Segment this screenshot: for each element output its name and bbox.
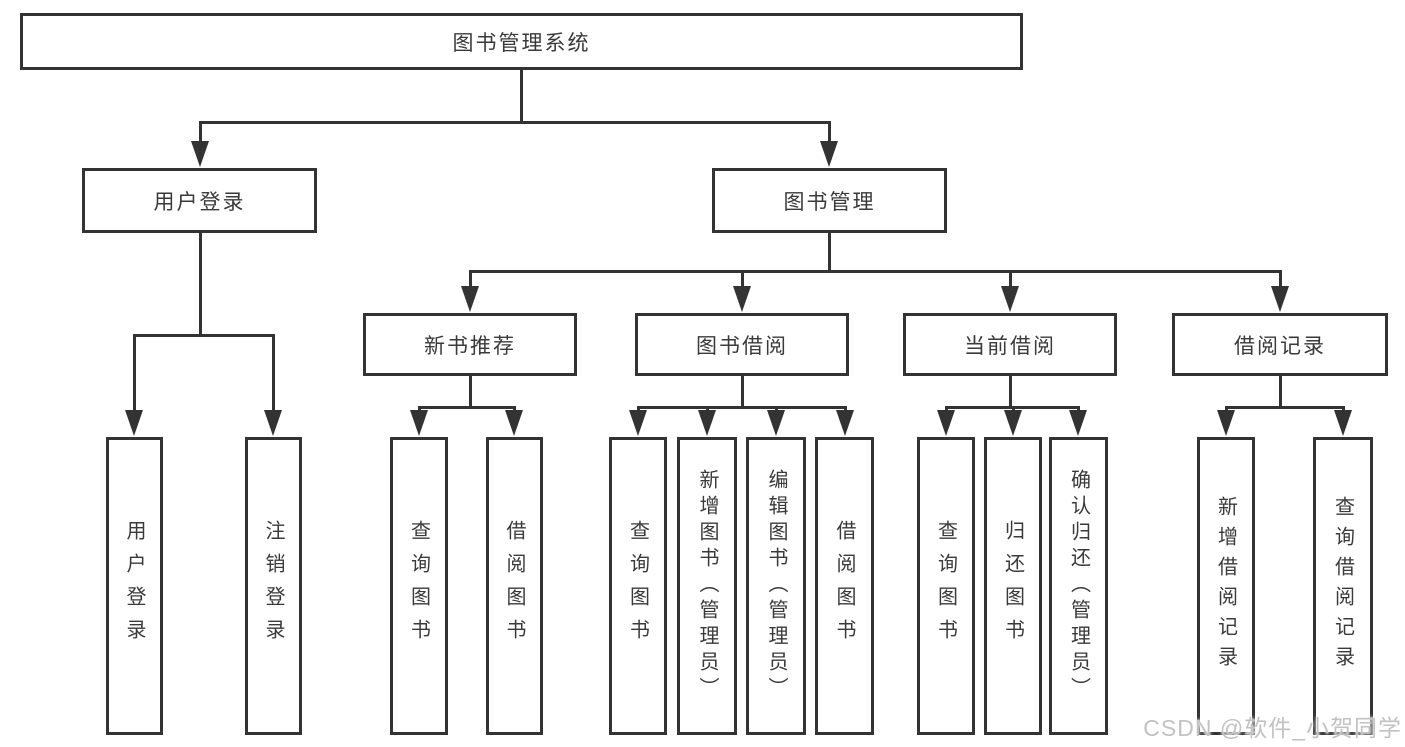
leaf-borrow-books: 借阅图书 — [815, 437, 874, 735]
arrowhead-icon — [1004, 410, 1022, 436]
connector-user-login-split — [133, 334, 275, 337]
arrowhead-icon — [820, 141, 838, 167]
connector-stem-level3 — [1279, 270, 1282, 288]
arrowhead-icon — [629, 410, 647, 436]
arrowhead-icon — [767, 410, 785, 436]
leaf-confirm-return-admin-label: 确认归还（管理员） — [1067, 469, 1090, 703]
arrowhead-icon — [264, 410, 282, 436]
node-borrowing-records: 借阅记录 — [1172, 313, 1388, 376]
connector-user-login-riser — [199, 232, 202, 336]
connector-riser-borrow-records — [1279, 376, 1282, 408]
leaf-edit-books-admin: 编辑图书（管理员） — [746, 437, 806, 735]
arrowhead-icon — [1001, 286, 1019, 312]
leaf-user-login: 用户登录 — [106, 437, 163, 735]
node-book-management: 图书管理 — [712, 168, 947, 233]
connector-riser-current-borrow — [1009, 376, 1012, 408]
connector-stem-level3 — [741, 270, 744, 288]
node-library-management-system: 图书管理系统 — [20, 13, 1023, 70]
arrowhead-icon — [1217, 410, 1235, 436]
connector-stem-leaf — [272, 334, 275, 412]
connector-stem-user-login — [199, 121, 202, 147]
connector-split-new-books — [418, 406, 516, 409]
connector-split-book-borrow — [637, 406, 846, 409]
connector-root-split — [199, 121, 831, 124]
leaf-add-books-admin-label: 新增图书（管理员） — [696, 469, 718, 703]
connector-stem-leaf — [133, 334, 136, 412]
connector-stem-book-management — [828, 121, 831, 147]
leaf-user-login-label: 用户登录 — [123, 520, 145, 652]
arrowhead-icon — [505, 410, 523, 436]
leaf-query-borrow-record-label: 查询借阅记录 — [1331, 496, 1354, 676]
arrowhead-icon — [461, 286, 479, 312]
leaf-return-books: 归还图书 — [984, 437, 1042, 735]
arrowhead-icon — [1271, 286, 1289, 312]
leaf-query-books-recommend: 查询图书 — [390, 437, 448, 735]
connector-book-management-split — [469, 270, 1281, 273]
node-current-borrowing: 当前借阅 — [903, 313, 1117, 376]
node-user-login: 用户登录 — [82, 168, 317, 233]
arrowhead-icon — [1069, 410, 1087, 436]
connector-stem-level3 — [1009, 270, 1012, 288]
leaf-query-books-recommend-label: 查询图书 — [407, 520, 430, 652]
connector-riser-book-borrow — [741, 376, 744, 408]
leaf-query-books-borrow: 查询图书 — [609, 437, 667, 735]
node-new-book-recommendation: 新书推荐 — [363, 313, 577, 376]
leaf-add-borrow-record-label: 新增借阅记录 — [1214, 496, 1237, 676]
leaf-query-borrow-record: 查询借阅记录 — [1313, 437, 1373, 735]
arrowhead-icon — [937, 410, 955, 436]
leaf-return-books-label: 归还图书 — [1001, 520, 1024, 652]
arrowhead-icon — [191, 141, 209, 167]
watermark: CSDN @软件_小贺同学 — [1143, 715, 1402, 741]
leaf-edit-books-admin-label: 编辑图书（管理员） — [765, 469, 787, 703]
leaf-logout: 注销登录 — [245, 437, 302, 735]
leaf-logout-label: 注销登录 — [262, 520, 284, 652]
arrowhead-icon — [125, 410, 143, 436]
leaf-borrow-books-recommend: 借阅图书 — [486, 437, 543, 735]
leaf-borrow-books-label: 借阅图书 — [833, 520, 855, 652]
connector-riser-new-books — [469, 376, 472, 408]
leaf-query-books-current-label: 查询图书 — [934, 520, 957, 652]
connector-root-riser — [520, 69, 523, 123]
node-book-borrowing: 图书借阅 — [635, 313, 849, 376]
leaf-add-books-admin: 新增图书（管理员） — [677, 437, 737, 735]
leaf-query-books-borrow-label: 查询图书 — [626, 520, 649, 652]
arrowhead-icon — [733, 286, 751, 312]
leaf-add-borrow-record: 新增借阅记录 — [1197, 437, 1255, 735]
leaf-confirm-return-admin: 确认归还（管理员） — [1049, 437, 1108, 735]
arrowhead-icon — [410, 410, 428, 436]
arrowhead-icon — [1334, 410, 1352, 436]
leaf-query-books-current: 查询图书 — [917, 437, 975, 735]
connector-split-borrow-records — [1225, 406, 1344, 409]
connector-book-management-riser — [828, 232, 831, 272]
connector-stem-level3 — [469, 270, 472, 288]
arrowhead-icon — [836, 410, 854, 436]
arrowhead-icon — [698, 410, 716, 436]
leaf-borrow-books-recommend-label: 借阅图书 — [503, 520, 525, 652]
